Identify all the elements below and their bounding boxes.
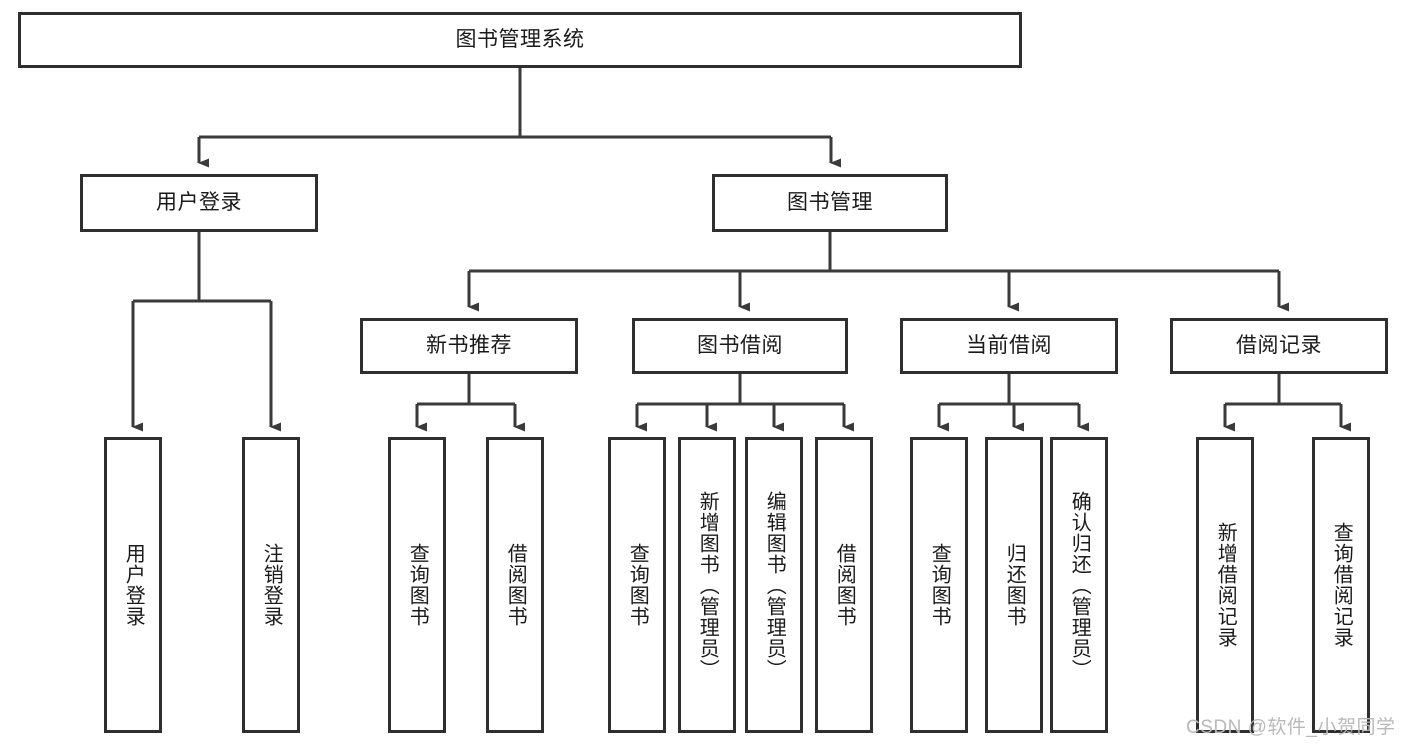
node-current-borrow-label: 当前借阅 [966, 334, 1052, 358]
node-leaf-borrow-book-recommend[interactable]: 借阅图书 [486, 437, 544, 733]
node-leaf-borrow-book-recommend-label: 借阅图书 [504, 543, 527, 627]
node-leaf-borrow-book[interactable]: 借阅图书 [815, 437, 873, 733]
node-leaf-add-record[interactable]: 新增借阅记录 [1196, 437, 1254, 733]
node-book-borrow[interactable]: 图书借阅 [632, 318, 848, 374]
node-user-login-label: 用户登录 [156, 191, 242, 215]
node-leaf-query-book-recommend-label: 查询图书 [406, 543, 429, 627]
node-leaf-query-book-current[interactable]: 查询图书 [910, 437, 968, 733]
node-leaf-query-record[interactable]: 查询借阅记录 [1312, 437, 1370, 733]
node-leaf-user-login-label: 用户登录 [122, 543, 145, 627]
node-leaf-add-book[interactable]: 新增图书（管理员） [678, 437, 736, 733]
node-leaf-query-book-recommend[interactable]: 查询图书 [388, 437, 446, 733]
node-leaf-borrow-book-label: 借阅图书 [833, 543, 856, 627]
node-leaf-add-book-label: 新增图书（管理员） [696, 490, 719, 680]
node-new-book-recommend-label: 新书推荐 [426, 334, 512, 358]
node-leaf-query-book-borrow[interactable]: 查询图书 [608, 437, 666, 733]
node-borrow-record[interactable]: 借阅记录 [1170, 318, 1388, 374]
node-leaf-user-logout-label: 注销登录 [260, 543, 283, 627]
node-current-borrow[interactable]: 当前借阅 [900, 318, 1118, 374]
node-leaf-confirm-return-label: 确认归还（管理员） [1068, 490, 1091, 680]
node-user-login[interactable]: 用户登录 [80, 174, 318, 232]
node-new-book-recommend[interactable]: 新书推荐 [360, 318, 578, 374]
node-book-borrow-label: 图书借阅 [697, 334, 783, 358]
node-leaf-query-book-current-label: 查询图书 [928, 543, 951, 627]
node-leaf-confirm-return[interactable]: 确认归还（管理员） [1050, 437, 1108, 733]
node-book-manage[interactable]: 图书管理 [712, 174, 948, 232]
node-root-label: 图书管理系统 [455, 28, 585, 52]
node-leaf-query-book-borrow-label: 查询图书 [626, 543, 649, 627]
node-leaf-user-login[interactable]: 用户登录 [104, 437, 162, 733]
node-book-manage-label: 图书管理 [787, 191, 873, 215]
node-leaf-edit-book-label: 编辑图书（管理员） [763, 490, 786, 680]
node-leaf-return-book-label: 归还图书 [1003, 543, 1026, 627]
node-root[interactable]: 图书管理系统 [18, 12, 1022, 68]
node-leaf-add-record-label: 新增借阅记录 [1214, 522, 1237, 648]
node-leaf-user-logout[interactable]: 注销登录 [242, 437, 300, 733]
node-leaf-return-book[interactable]: 归还图书 [985, 437, 1043, 733]
node-borrow-record-label: 借阅记录 [1236, 334, 1322, 358]
node-leaf-query-record-label: 查询借阅记录 [1330, 522, 1353, 648]
node-leaf-edit-book[interactable]: 编辑图书（管理员） [745, 437, 803, 733]
